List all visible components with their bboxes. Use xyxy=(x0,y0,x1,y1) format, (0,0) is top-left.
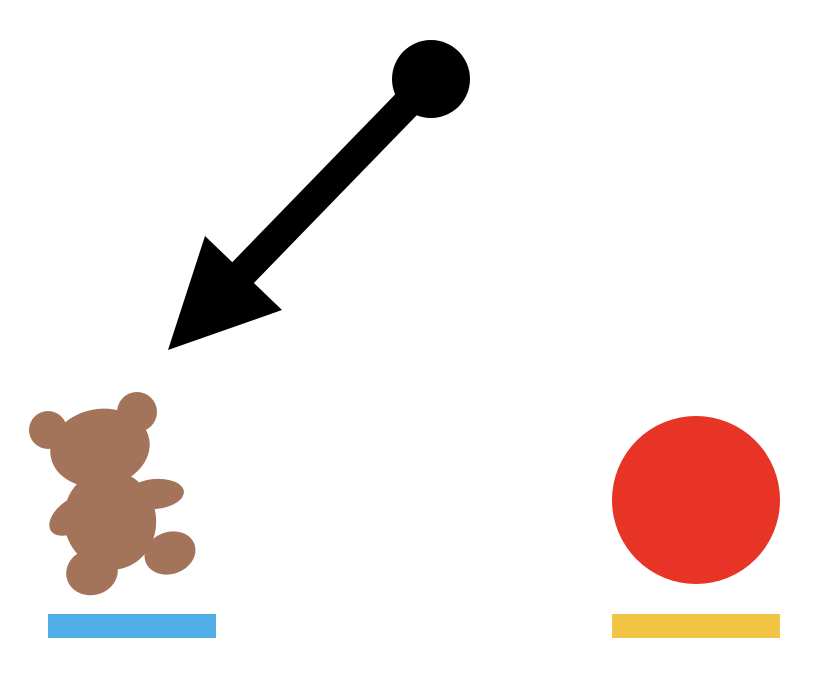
blue-bar xyxy=(48,614,216,638)
pointer-arrow xyxy=(168,40,470,350)
arrow-shaft xyxy=(221,68,442,295)
arrow-tail-dot xyxy=(392,40,470,118)
yellow-bar xyxy=(612,614,780,638)
arrow-head xyxy=(168,236,282,350)
ball-icon xyxy=(612,416,780,584)
teddy-bear-icon xyxy=(29,392,196,596)
